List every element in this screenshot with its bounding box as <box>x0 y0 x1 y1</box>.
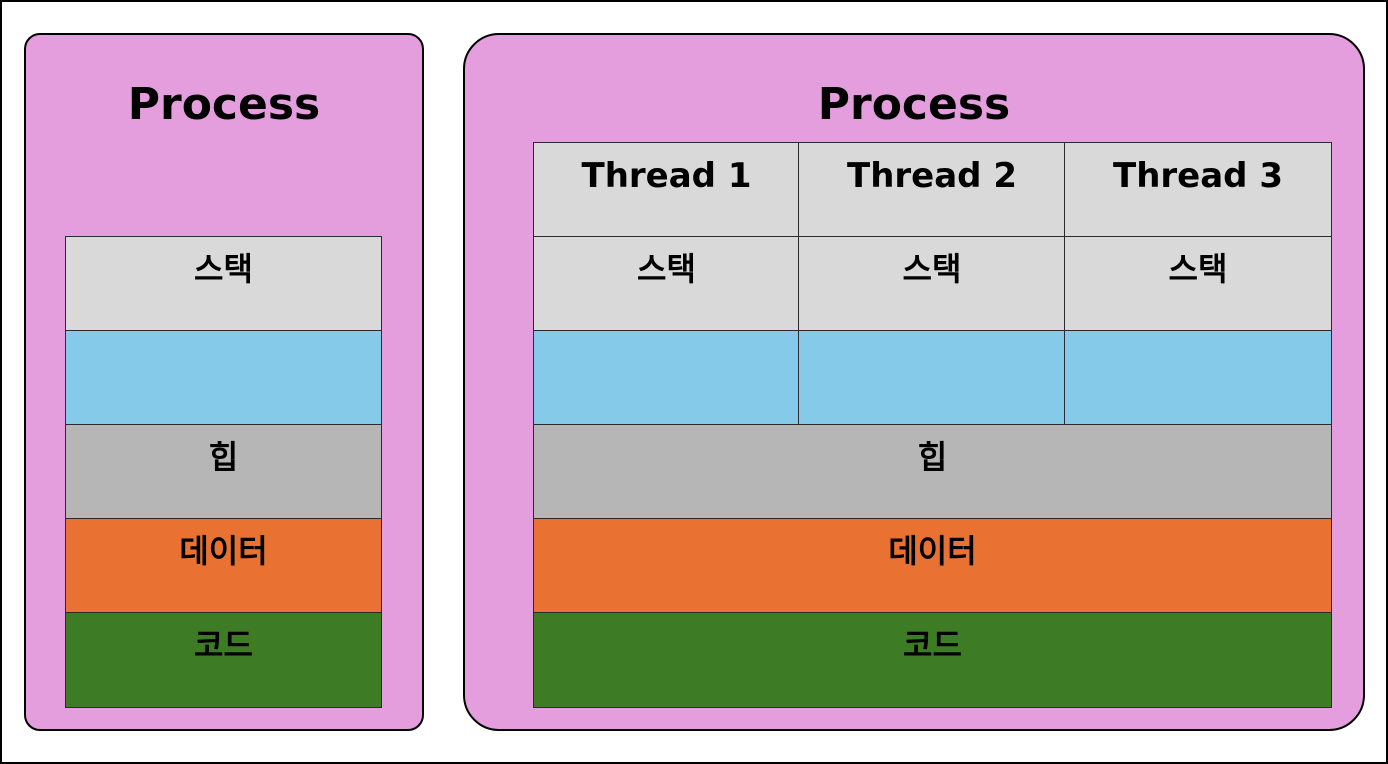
thread-3-register-segment <box>1064 330 1332 426</box>
thread-3-stack: 스택 <box>1064 236 1332 332</box>
heap-segment: 힙 <box>65 424 382 520</box>
shared-heap-segment: 힙 <box>533 424 1332 520</box>
thread-2-header: Thread 2 <box>798 142 1066 238</box>
thread-1-stack: 스택 <box>533 236 800 332</box>
shared-code-segment: 코드 <box>533 612 1332 708</box>
stack-segment: 스택 <box>65 236 382 332</box>
process-title: Process <box>817 79 1011 130</box>
thread-2-stack: 스택 <box>798 236 1066 332</box>
shared-data-segment: 데이터 <box>533 518 1332 614</box>
thread-3-header: Thread 3 <box>1064 142 1332 238</box>
thread-1-header: Thread 1 <box>533 142 800 238</box>
thread-1-register-segment <box>533 330 800 426</box>
code-segment: 코드 <box>65 612 382 708</box>
thread-2-register-segment <box>798 330 1066 426</box>
process-title: Process <box>127 79 321 130</box>
data-segment: 데이터 <box>65 518 382 614</box>
register-segment <box>65 330 382 426</box>
